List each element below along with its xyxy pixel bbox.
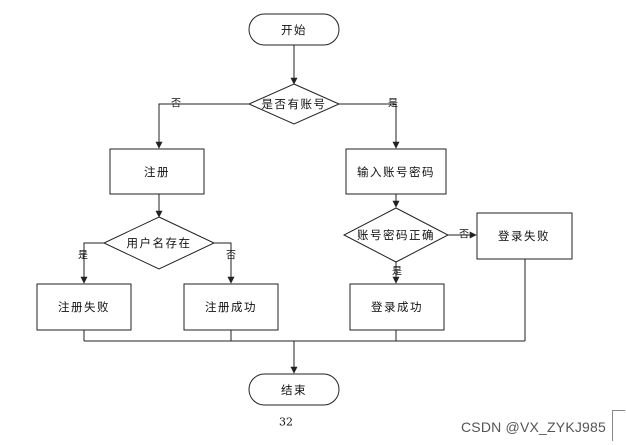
start-terminal — [248, 13, 340, 46]
corner-mark — [612, 410, 625, 441]
end-label: 结束 — [281, 383, 307, 397]
credentials-correct-decision — [342, 207, 450, 263]
register-failed-label: 注册失败 — [58, 300, 110, 314]
edge-label-yes-register-failed: 是 — [78, 250, 88, 262]
end-terminal — [248, 373, 340, 406]
edge-yes-to-register-failed — [80, 242, 104, 284]
edge-label-no-login-failed: 否 — [459, 229, 469, 241]
register-success-box — [183, 283, 279, 331]
enter-credentials-box — [345, 148, 447, 195]
watermark: CSDN @VX_ZYKJ985 — [461, 419, 607, 435]
edge-label-yes-credentials: 是 — [388, 98, 398, 110]
register-failed-box — [36, 283, 132, 331]
login-failed-box — [476, 212, 573, 260]
edge-label-no-register-success: 否 — [226, 250, 236, 262]
login-success-box — [349, 283, 445, 331]
enter-credentials-label: 输入账号密码 — [357, 165, 435, 179]
register-label: 注册 — [144, 165, 170, 179]
register-success-label: 注册成功 — [205, 300, 257, 314]
edge-yes-to-credentials — [339, 103, 400, 149]
credentials-correct-label: 账号密码正确 — [357, 228, 435, 242]
start-label: 开始 — [281, 23, 307, 37]
edge-label-yes-login-success: 是 — [392, 266, 402, 278]
page-number: 32 — [279, 416, 293, 429]
edge-label-no-register: 否 — [171, 98, 181, 110]
login-success-label: 登录成功 — [371, 300, 423, 314]
has-account-label: 是否有账号 — [262, 97, 327, 111]
register-box — [109, 148, 205, 195]
username-exists-label: 用户名存在 — [127, 236, 192, 250]
has-account-decision — [247, 83, 341, 125]
edge-no-to-register — [155, 103, 249, 149]
username-exists-decision — [102, 216, 216, 270]
login-failed-label: 登录失败 — [498, 229, 550, 243]
edge-no-to-register-success — [214, 242, 235, 284]
